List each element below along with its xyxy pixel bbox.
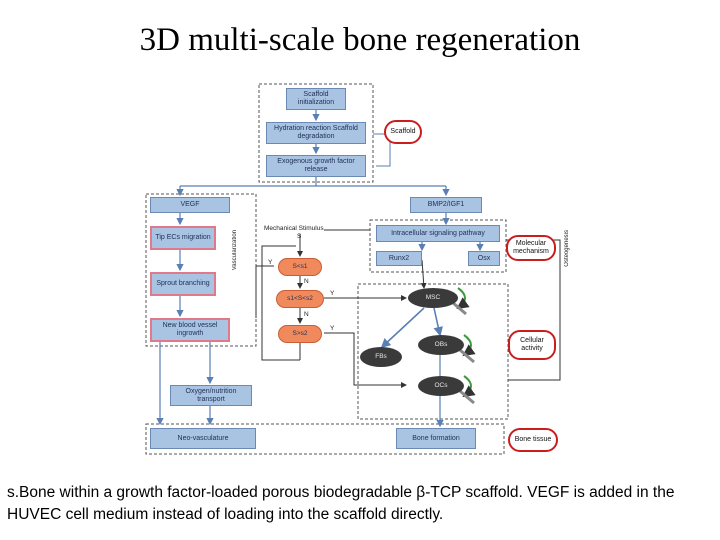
label-yes-2: Y xyxy=(330,290,335,297)
tag-cellular-activity: Cellular activity xyxy=(508,330,556,360)
node-hydration-degradation: Hydration reaction Scaffold degradation xyxy=(266,122,366,144)
node-sprout-branching: Sprout branching xyxy=(150,272,216,296)
frame-tissue xyxy=(145,423,505,455)
node-tip-ecs-migration: Tip ECs migration xyxy=(150,226,216,250)
node-neo-vasculature: Neo-vasculature xyxy=(150,428,256,449)
flow-diagram: Scaffold initialization Hydration reacti… xyxy=(140,80,580,460)
cell-fbs: FBs xyxy=(360,347,402,367)
decision-s-lt-s1: S<s1 xyxy=(278,258,322,276)
cell-obs: OBs xyxy=(418,335,464,355)
label-vascularization: Vascularization xyxy=(232,230,238,271)
label-osteogenesis: Osteogenesis xyxy=(564,230,570,267)
label-yes-1: Y xyxy=(268,259,273,266)
node-oxygen-transport: Oxygen/nutrition transport xyxy=(170,385,252,406)
node-vegf: VEGF xyxy=(150,197,230,213)
diagram-connectors xyxy=(145,83,561,455)
tag-scaffold: Scaffold xyxy=(384,120,422,144)
frame-scaffold xyxy=(258,83,374,183)
node-bmp2-igf1: BMP2/IGF1 xyxy=(410,197,482,213)
tag-bone-tissue: Bone tissue xyxy=(508,428,558,452)
label-no-2: N xyxy=(304,311,309,318)
decision-s-gt-s2: S>s2 xyxy=(278,325,322,343)
figure-caption: s.Bone within a growth factor-loaded por… xyxy=(7,484,675,523)
label-s-symbol: S xyxy=(297,233,302,240)
label-no-1: N xyxy=(304,278,309,285)
tag-molecular-mechanism: Molecular mechanism xyxy=(506,235,556,261)
node-osx: Osx xyxy=(468,251,500,266)
label-yes-3: Y xyxy=(330,325,335,332)
node-new-blood-vessel: New blood vessel ingrowth xyxy=(150,318,230,342)
page-title: 3D multi-scale bone regeneration xyxy=(139,22,581,58)
cell-ocs: OCs xyxy=(418,376,464,396)
node-intracellular-signaling: Intracellular signaling pathway xyxy=(376,225,500,242)
node-bone-formation: Bone formation xyxy=(396,428,476,449)
label-mechanical-stimulus: Mechanical Stimulus xyxy=(264,225,324,232)
cell-msc: MSC xyxy=(408,288,458,308)
decision-s1-lt-s-lt-s2: s1<S<s2 xyxy=(276,290,324,308)
node-growth-factor-release: Exogenous growth factor release xyxy=(266,155,366,177)
node-scaffold-initialization: Scaffold initialization xyxy=(286,88,346,110)
node-runx2: Runx2 xyxy=(376,251,422,266)
